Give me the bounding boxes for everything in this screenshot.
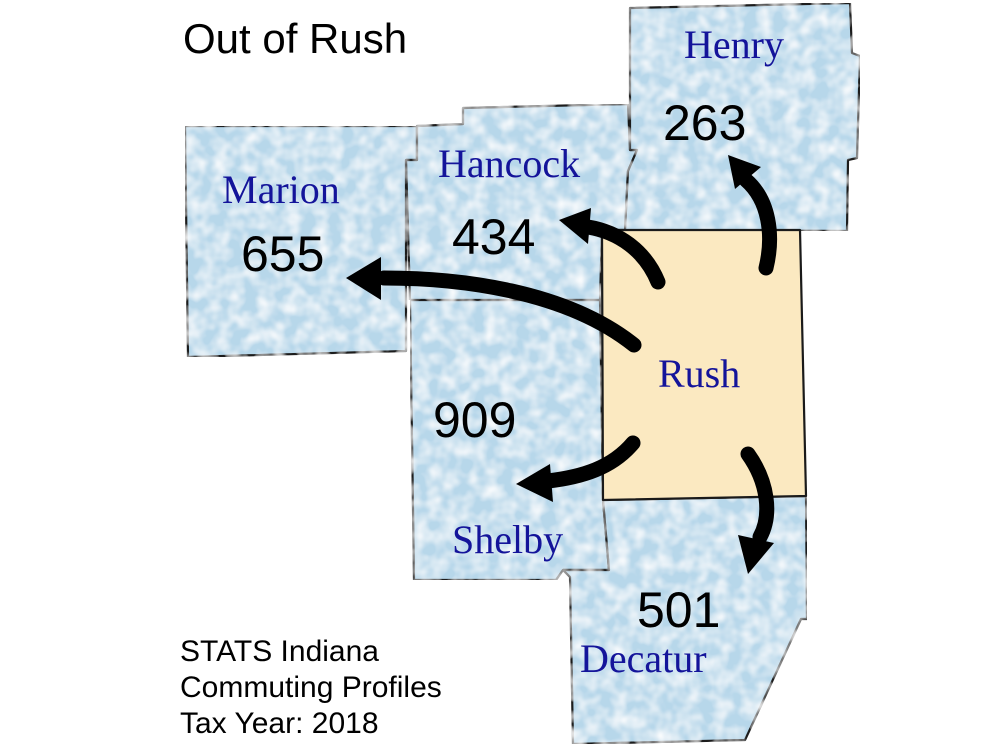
county-label-henry: Henry — [684, 22, 784, 67]
count-decatur: 501 — [637, 582, 720, 638]
flow-arrow-henry — [728, 155, 778, 276]
count-henry: 263 — [663, 95, 746, 151]
count-shelby: 909 — [433, 392, 516, 448]
county-henry — [623, 1, 862, 233]
county-label-rush: Rush — [658, 351, 740, 396]
flow-arrow-shelby — [516, 435, 641, 502]
count-hancock: 434 — [452, 209, 535, 265]
county-label-marion: Marion — [222, 167, 340, 212]
flow-arrow-marion — [346, 257, 642, 353]
count-marion: 655 — [241, 226, 324, 282]
source-line-2: Commuting Profiles — [180, 671, 442, 704]
flow-arrow-hancock — [559, 208, 666, 290]
map-title: Out of Rush — [183, 15, 407, 62]
source-line-1: STATS Indiana — [180, 635, 379, 668]
flow-arrow-decatur — [738, 446, 775, 574]
county-label-hancock: Hancock — [438, 141, 580, 186]
county-label-decatur: Decatur — [580, 636, 707, 681]
county-label-shelby: Shelby — [452, 517, 563, 562]
source-line-3: Tax Year: 2018 — [180, 707, 379, 740]
county-rush — [600, 228, 808, 502]
